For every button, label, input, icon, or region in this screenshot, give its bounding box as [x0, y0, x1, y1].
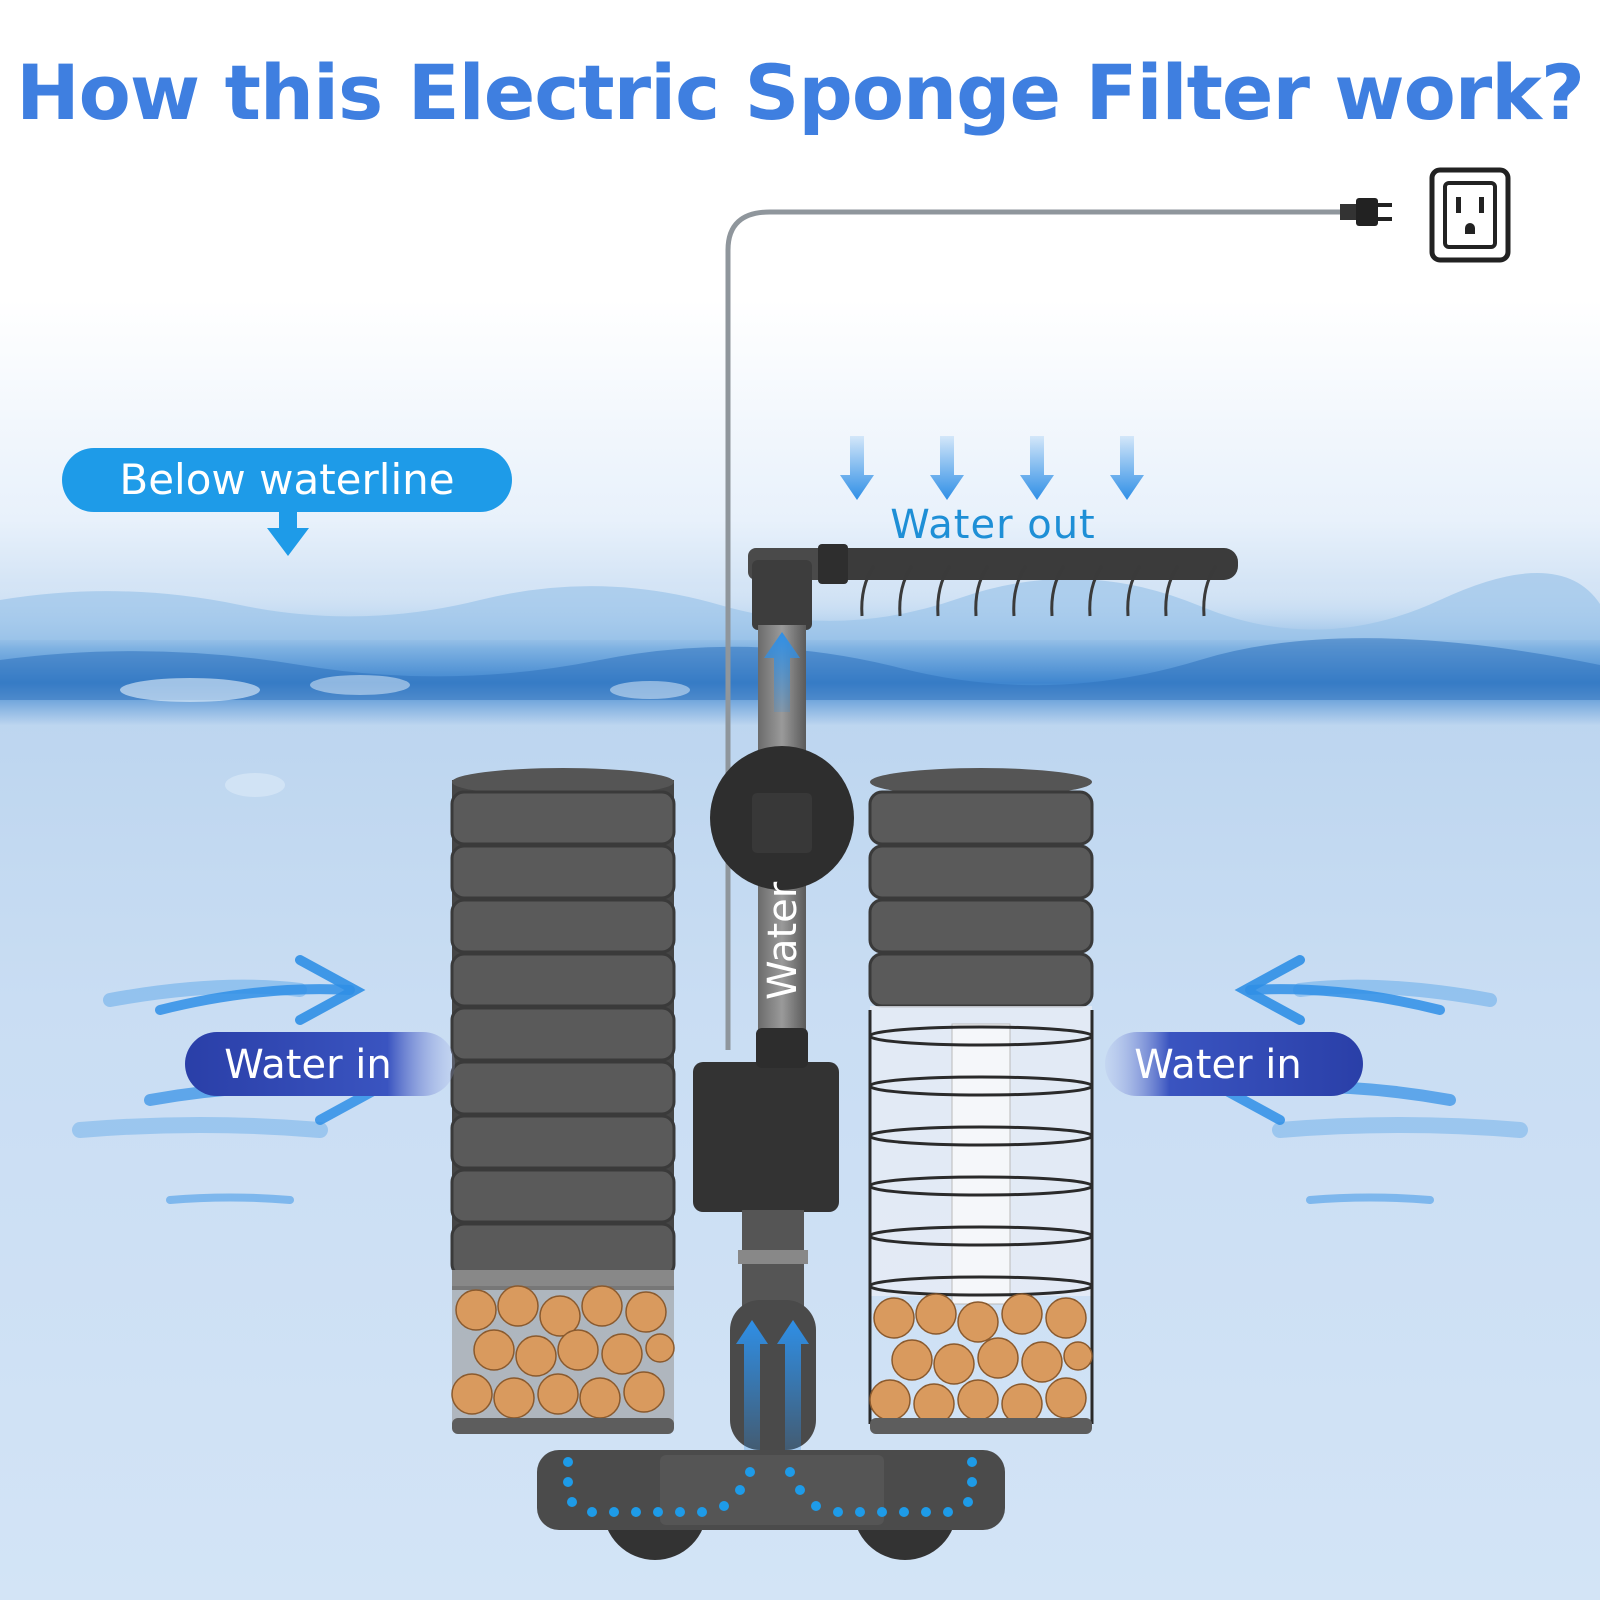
- power-plug-icon: [1340, 198, 1392, 226]
- water-in-right-label: Water in: [1134, 1042, 1301, 1088]
- water-in-left-pill: [185, 1032, 455, 1096]
- outlet-elbow: [752, 560, 812, 630]
- water-in-left-label: Water in: [224, 1042, 391, 1088]
- pump-inlet-ring: [738, 1250, 808, 1264]
- pump-body: [693, 1062, 839, 1212]
- below-waterline-callout: [62, 448, 512, 556]
- power-cable: [725, 209, 1345, 1050]
- bio-media-balls: [451, 1285, 675, 1419]
- power-outlet-icon: [1429, 167, 1511, 263]
- left-sponge-column: [450, 768, 676, 1434]
- page-title: How this Electric Sponge Filter work?: [16, 48, 1585, 137]
- up-arrow-icon: [736, 1320, 768, 1460]
- up-arrow-icon: [764, 632, 800, 712]
- right-sponge-column: [868, 768, 1094, 1434]
- below-waterline-label: Below waterline: [119, 455, 454, 504]
- base-manifold: [537, 1450, 1005, 1560]
- intake-pipe: [730, 1300, 816, 1450]
- up-arrow-icon: [777, 1320, 809, 1460]
- down-arrow-icon: [267, 510, 309, 556]
- pump-neck: [756, 1028, 808, 1068]
- water-in-right-pill: [1105, 1032, 1363, 1096]
- water-out-arrows: [840, 436, 1144, 500]
- down-arrow-icon: [840, 436, 874, 500]
- down-arrow-icon: [930, 436, 964, 500]
- pipe-label: Water: [760, 881, 806, 1000]
- water-out-label: Water out: [890, 502, 1095, 548]
- bio-media-balls: [869, 1293, 1093, 1425]
- down-arrow-icon: [1020, 436, 1054, 500]
- down-arrow-icon: [1110, 436, 1144, 500]
- pipe-coupler: [752, 793, 812, 853]
